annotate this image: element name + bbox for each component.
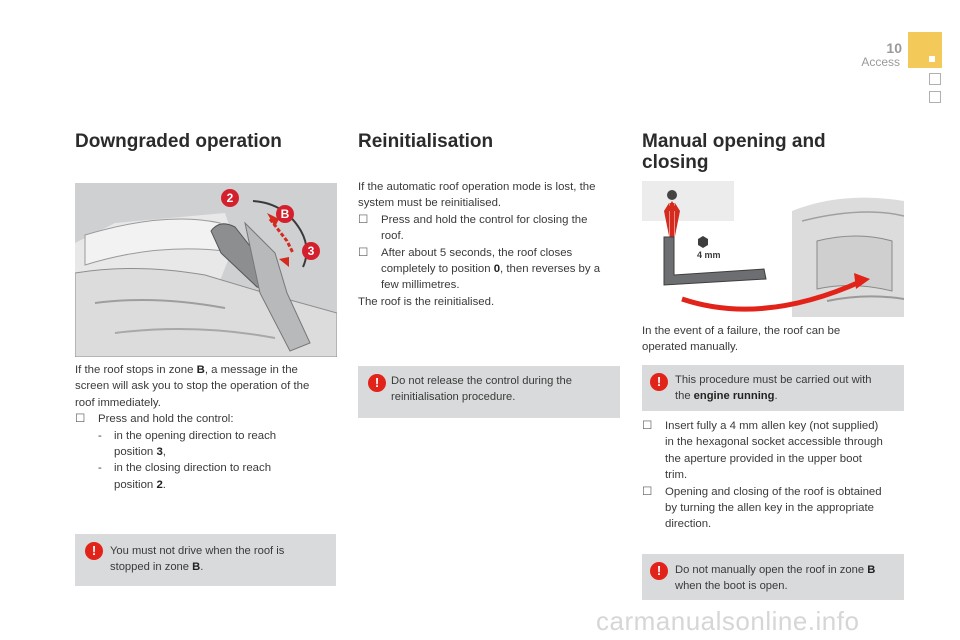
sub-item: -in the closing direction to reach: [75, 460, 337, 476]
warning-icon: !: [85, 542, 103, 560]
manual-warning-2: ! Do not manually open the roof in zone …: [642, 554, 904, 600]
manual-warning-1: ! This procedure must be carried out wit…: [642, 365, 904, 411]
manual-intro: In the event of a failure, the roof can …: [642, 325, 841, 354]
text-line: If the roof stops in zone B, a message i…: [75, 364, 298, 376]
manual-title: Manual opening and closing: [642, 131, 826, 173]
bullet-arrow-icon: ☐: [642, 420, 653, 432]
roof-position-illustration: 2 B 3: [75, 183, 337, 357]
warning-icon: !: [368, 374, 386, 392]
downgraded-body: If the roof stops in zone B, a message i…: [75, 362, 337, 493]
bullet-item: ☐Opening and closing of the roof is obta…: [642, 484, 908, 500]
dash-icon: -: [98, 429, 102, 442]
bullet-item: ☐Press and hold the control:: [75, 411, 337, 427]
position-2-label: 2: [221, 189, 239, 207]
bullet-item: ☐Insert fully a 4 mm allen key (not supp…: [642, 418, 908, 434]
downgraded-warning: ! You must not drive when the roof is st…: [75, 534, 336, 586]
reinit-body: If the automatic roof operation mode is …: [358, 179, 622, 310]
bullet-arrow-icon: ☐: [358, 213, 369, 226]
section-tab-2[interactable]: [929, 73, 941, 85]
page-number: 10: [886, 40, 902, 56]
bullet-item: ☐Press and hold the control for closing …: [358, 212, 622, 228]
tab-marker-icon: [929, 56, 935, 62]
section-tab-3[interactable]: [929, 91, 941, 103]
position-3-label: 3: [302, 242, 320, 260]
footer-watermark: carmanualsonline.info: [596, 606, 860, 636]
section-tab-active[interactable]: [908, 32, 942, 68]
manual-body: ☐Insert fully a 4 mm allen key (not supp…: [642, 418, 908, 533]
downgraded-title: Downgraded operation: [75, 131, 282, 152]
reinit-warning: ! Do not release the control during the …: [358, 366, 620, 418]
dash-icon: -: [98, 462, 102, 475]
key-size-label: 4 mm: [697, 250, 721, 260]
sub-item-cont: position 3,: [114, 446, 166, 459]
bullet-arrow-icon: ☐: [642, 485, 653, 498]
section-title: Access: [861, 55, 900, 69]
sub-item-cont: position 2.: [114, 478, 166, 491]
warning-icon: !: [650, 562, 668, 580]
bullet-item: ☐After about 5 seconds, the roof closes: [358, 245, 622, 261]
allen-key-illustration: 4 mm: [642, 181, 904, 317]
zone-b-label: B: [276, 205, 294, 223]
text-line: screen will ask you to stop the operatio…: [75, 380, 310, 393]
text-line: roof immediately.: [75, 396, 161, 409]
warning-icon: !: [650, 373, 668, 391]
bullet-arrow-icon: ☐: [358, 246, 369, 259]
sub-item: -in the opening direction to reach: [75, 428, 337, 444]
reinit-title: Reinitialisation: [358, 131, 494, 152]
bullet-arrow-icon: ☐: [75, 413, 86, 426]
